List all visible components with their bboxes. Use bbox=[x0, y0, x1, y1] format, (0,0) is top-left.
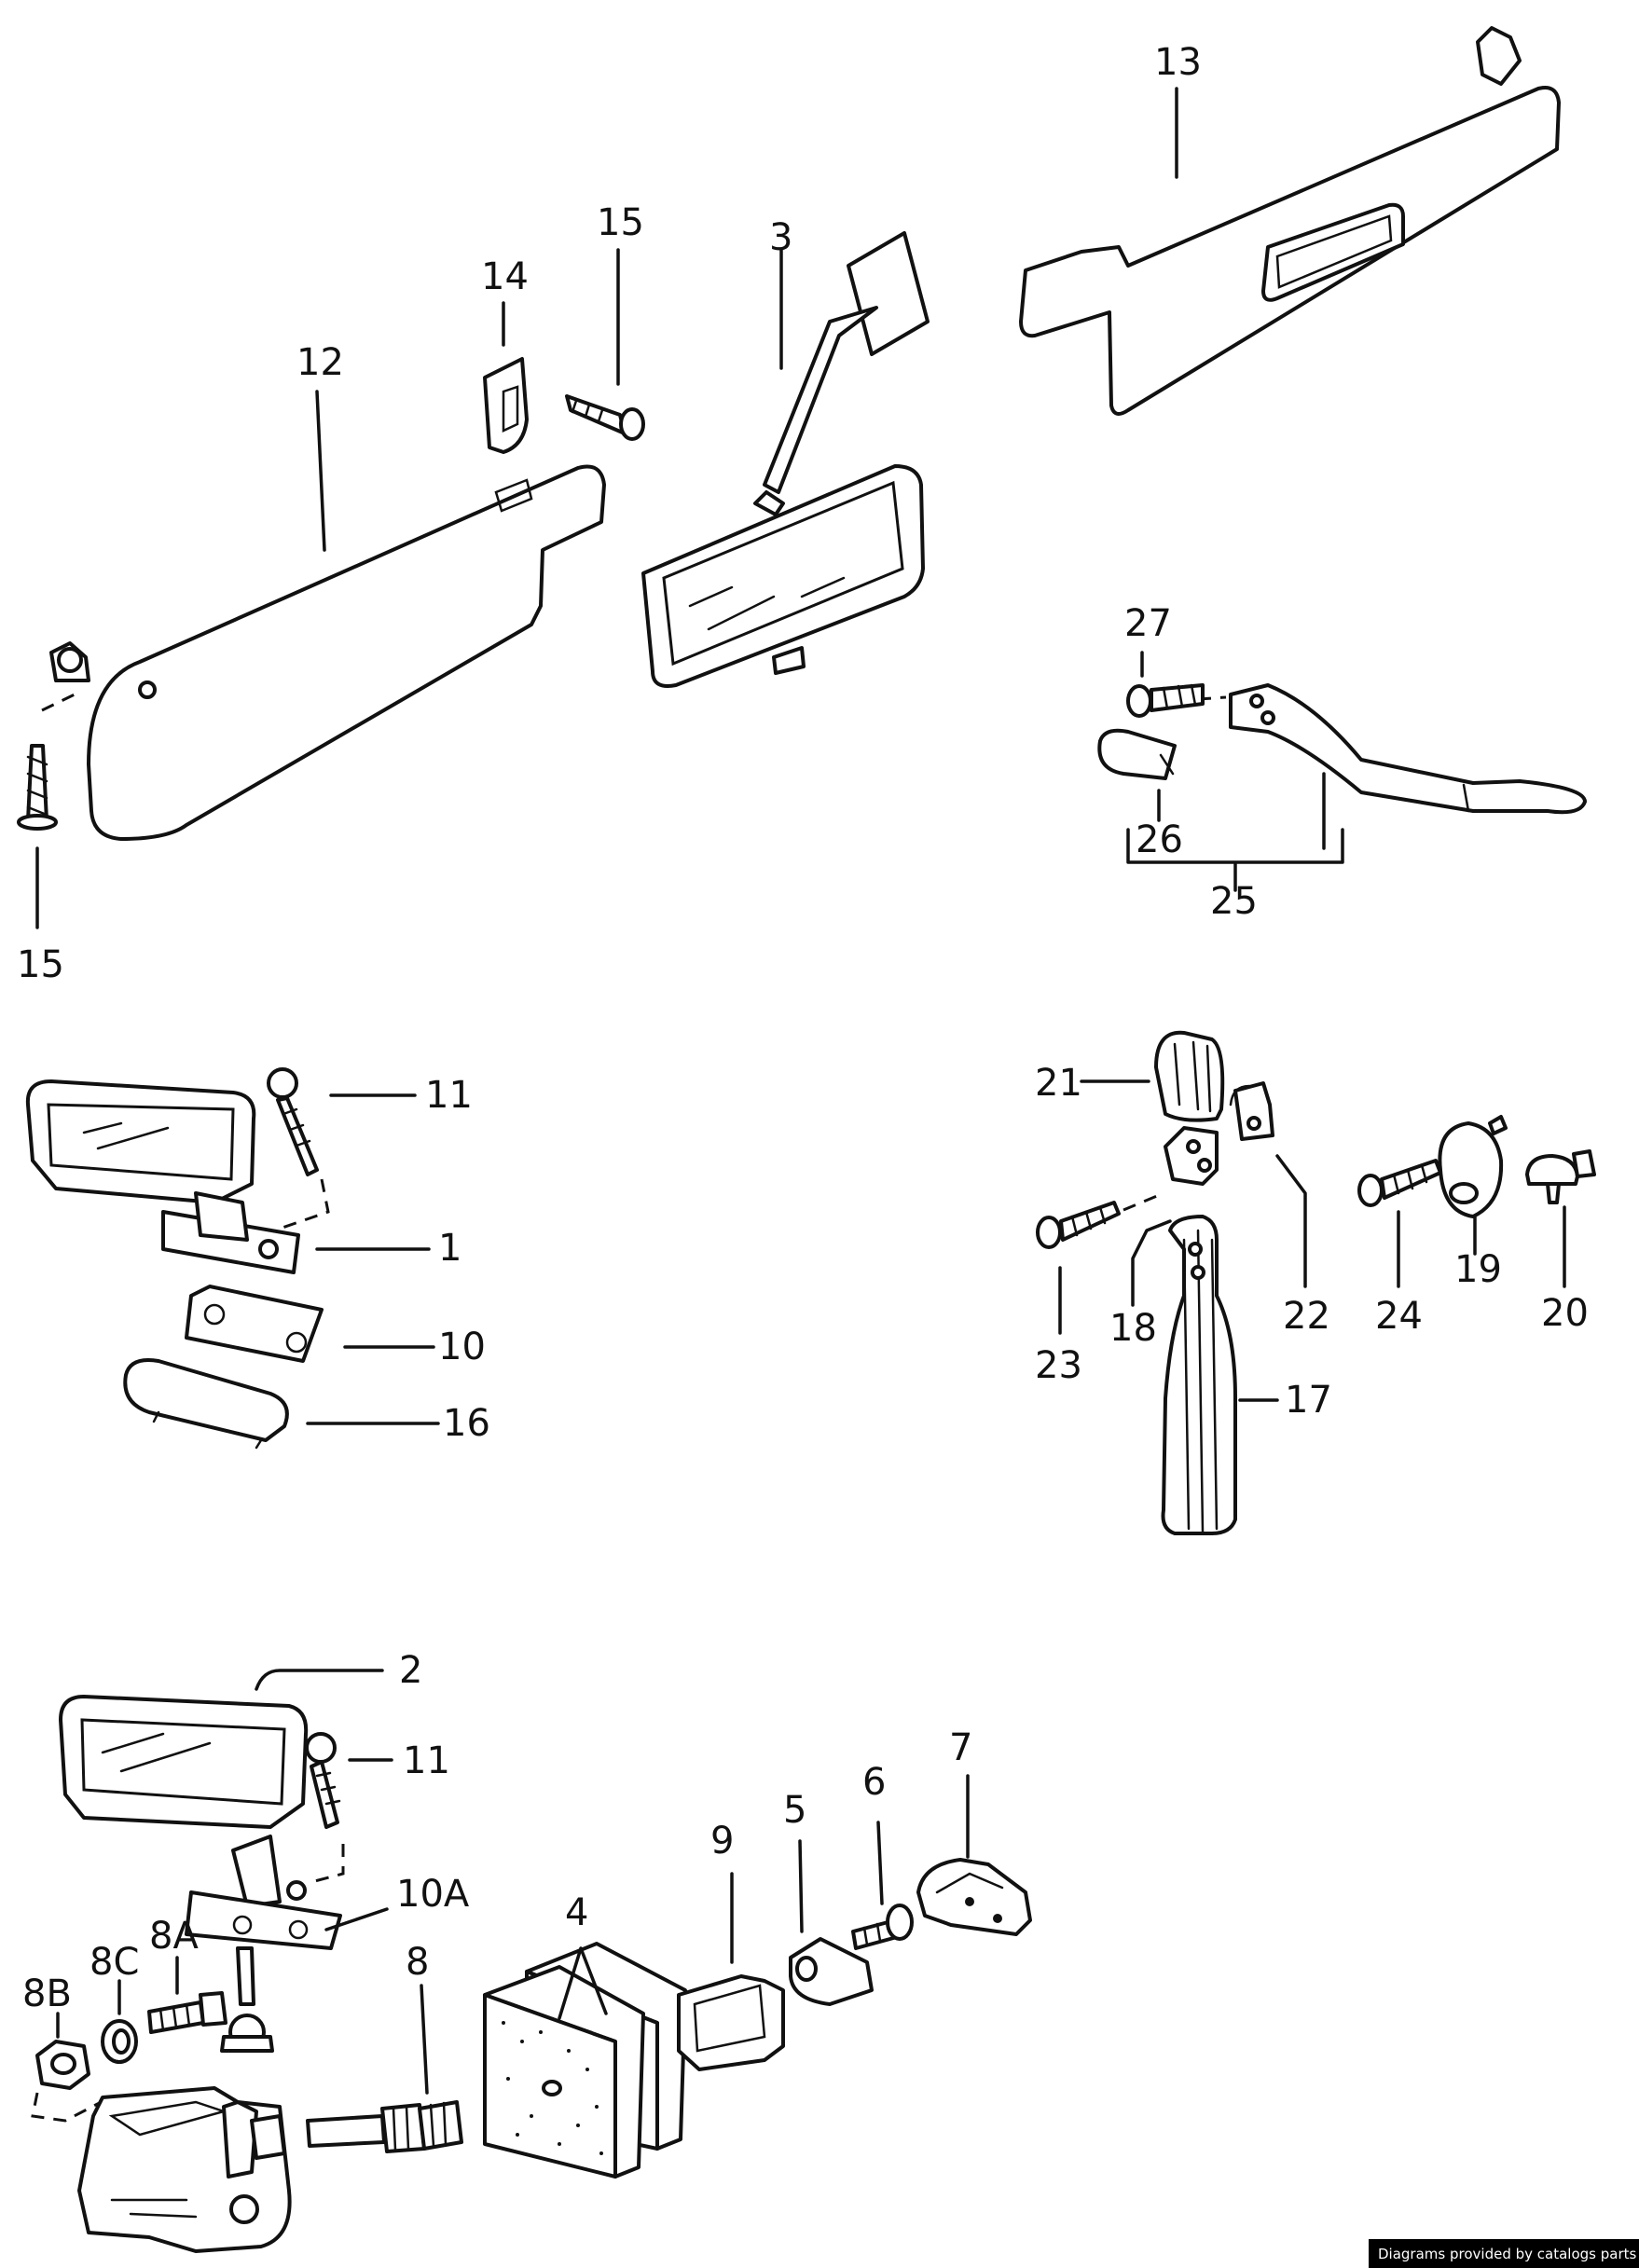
cover-16 bbox=[123, 1358, 289, 1450]
pedal-17 bbox=[1161, 1215, 1237, 1535]
label-8: 8 bbox=[406, 1941, 429, 1984]
screw-11-bottom bbox=[305, 1732, 341, 1829]
label-20: 20 bbox=[1541, 1292, 1589, 1335]
interior-mirror bbox=[641, 231, 930, 688]
label-10: 10 bbox=[438, 1326, 486, 1368]
screw-27 bbox=[1126, 683, 1205, 718]
label-3: 3 bbox=[769, 216, 792, 259]
leader-8 bbox=[420, 1984, 429, 2095]
leader-4 bbox=[558, 1946, 608, 2020]
bracket-22 bbox=[1229, 1081, 1274, 1141]
leader-10a bbox=[324, 1907, 389, 1931]
screw-15-left bbox=[17, 744, 58, 831]
credit-text: Diagrams provided by catalogs parts bbox=[1378, 2246, 1637, 2262]
cover-7 bbox=[916, 1858, 1032, 1936]
label-22: 22 bbox=[1283, 1295, 1330, 1338]
label-7: 7 bbox=[949, 1726, 972, 1769]
label-24: 24 bbox=[1375, 1295, 1423, 1338]
label-23: 23 bbox=[1035, 1344, 1082, 1387]
label-15-top: 15 bbox=[597, 201, 644, 244]
bracket-25 bbox=[1126, 828, 1344, 892]
bolt-8 bbox=[306, 2100, 463, 2153]
label-17: 17 bbox=[1285, 1379, 1332, 1422]
label-1: 1 bbox=[438, 1227, 461, 1270]
label-27: 27 bbox=[1124, 602, 1172, 645]
sun-visor-left bbox=[49, 464, 606, 841]
screw-23 bbox=[1036, 1201, 1121, 1249]
label-25: 25 bbox=[1210, 880, 1258, 923]
mirror-housing bbox=[77, 2086, 292, 2253]
bolt-8a bbox=[147, 1991, 227, 2034]
exterior-mirror-2 bbox=[59, 1695, 342, 2053]
nut-8b bbox=[35, 2040, 90, 2090]
label-10a: 10A bbox=[396, 1873, 470, 1916]
sun-visor-right bbox=[1019, 26, 1561, 416]
cap-26 bbox=[1097, 728, 1177, 780]
label-4: 4 bbox=[565, 1891, 588, 1934]
label-18: 18 bbox=[1109, 1307, 1157, 1350]
label-8c: 8C bbox=[90, 1941, 139, 1984]
label-12: 12 bbox=[296, 341, 344, 384]
plug-20 bbox=[1525, 1149, 1596, 1204]
leader-2 bbox=[255, 1669, 384, 1691]
label-16: 16 bbox=[443, 1402, 490, 1445]
screw-6 bbox=[851, 1904, 914, 1950]
pedal-pad-21 bbox=[1154, 1030, 1225, 1122]
pads-4 bbox=[483, 1942, 687, 2179]
assist-handle bbox=[1229, 683, 1587, 815]
label-6: 6 bbox=[862, 1761, 886, 1804]
label-26: 26 bbox=[1136, 818, 1183, 861]
label-13: 13 bbox=[1154, 41, 1202, 84]
pedal-arm-18 bbox=[1164, 1126, 1219, 1186]
washer-8c bbox=[101, 2019, 138, 2064]
credit-banner bbox=[1369, 2239, 1639, 2268]
label-5: 5 bbox=[783, 1789, 806, 1832]
label-11-bottom: 11 bbox=[403, 1739, 450, 1782]
clip-5 bbox=[789, 1937, 874, 2006]
cap-9 bbox=[677, 1974, 785, 2071]
label-9: 9 bbox=[710, 1820, 734, 1863]
label-14: 14 bbox=[481, 255, 529, 298]
gasket-10 bbox=[185, 1285, 324, 1363]
label-19: 19 bbox=[1454, 1248, 1502, 1291]
label-21: 21 bbox=[1035, 1062, 1082, 1105]
label-15-left: 15 bbox=[17, 943, 64, 986]
exterior-mirror-1 bbox=[25, 1079, 300, 1274]
label-11-top: 11 bbox=[425, 1074, 473, 1117]
label-2: 2 bbox=[399, 1649, 422, 1692]
visor-clip-14 bbox=[483, 357, 529, 454]
pedal-stop-19 bbox=[1438, 1115, 1508, 1218]
label-8a: 8A bbox=[149, 1915, 199, 1958]
screw-15-top bbox=[565, 394, 645, 441]
label-8b: 8B bbox=[22, 1972, 72, 2015]
leader-12 bbox=[315, 390, 326, 552]
screw-11-top bbox=[267, 1067, 319, 1176]
leader-22 bbox=[1275, 1154, 1307, 1288]
screw-24 bbox=[1357, 1159, 1442, 1207]
